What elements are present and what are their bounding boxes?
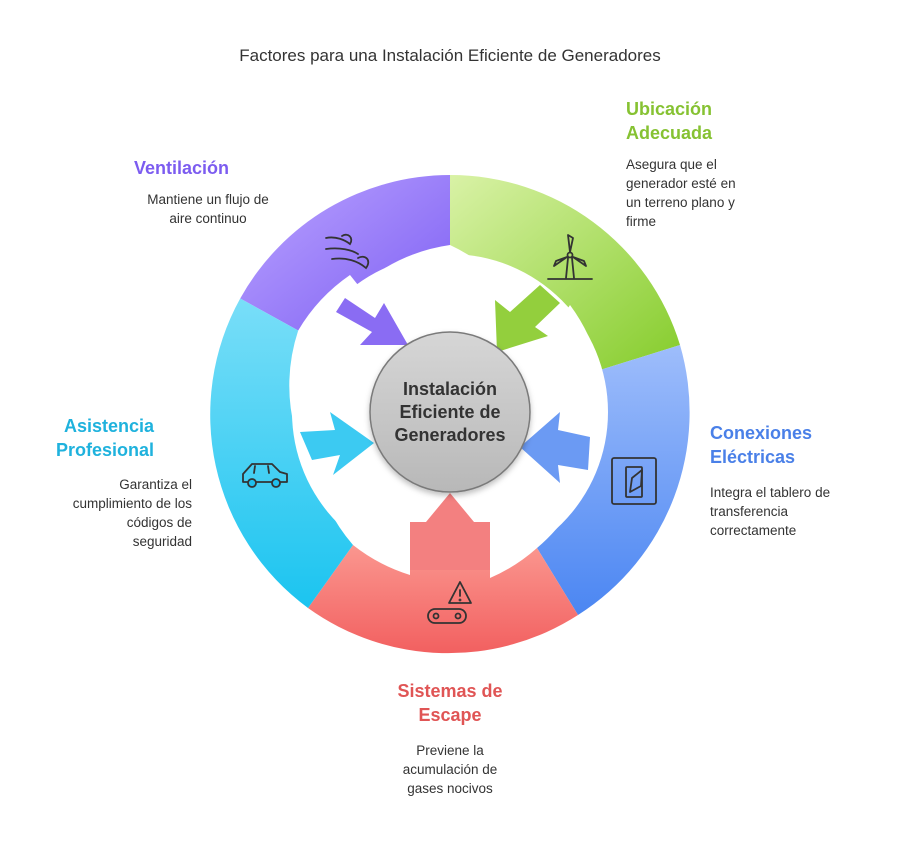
label-line: Adecuada [626,123,713,143]
desc-line: gases nocivos [407,781,493,796]
desc-line: cumplimiento de los [72,496,192,511]
label-line: Escape [418,705,482,725]
hub-label: Instalación Eficiente de Generadores [378,378,522,447]
arrow-ubicacion [495,285,560,352]
label-escape: Sistemas de Escape [350,679,550,727]
desc-escape: Previene la acumulación de gases nocivos [370,741,530,798]
desc-conexiones: Integra el tablero de transferencia corr… [710,483,880,540]
desc-line: correctamente [710,523,797,538]
warning-exhaust-icon [427,581,472,624]
label-line: Ubicación [626,99,713,119]
desc-line: Previene la [416,743,484,758]
wind-icon [325,233,370,270]
desc-line: códigos de [126,515,192,530]
desc-line: aire continuo [169,211,247,226]
label-line: Profesional [55,440,154,460]
desc-line: firme [626,214,656,229]
label-ventilacion: Ventilación [134,158,230,178]
desc-line: un terreno plano y [626,195,735,210]
desc-line: Mantiene un flujo de [147,192,269,207]
segment-conexiones [520,345,690,615]
desc-line: Asegura que el [626,157,717,172]
label-line: Conexiones [710,423,813,443]
desc-line: generador esté en [626,176,736,191]
segment-escape [308,493,578,654]
label-ubicacion: Ubicación Adecuada [626,97,712,145]
hub-line-2: Eficiente de [399,402,501,422]
car-icon [242,463,288,488]
label-conexiones: Conexiones Eléctricas [710,421,812,469]
desc-line: Garantiza el [119,477,192,492]
hub-line-3: Generadores [394,425,506,445]
hub-line-1: Instalación [402,379,498,399]
arrow-ventilacion [336,298,408,345]
arrow-asistencia [300,412,374,475]
arrow-escape [410,493,490,570]
label-line: Eléctricas [710,447,796,467]
arrow-conexiones [520,412,590,483]
desc-line: Integra el tablero de [710,485,831,500]
desc-line: acumulación de [402,762,498,777]
label-line: Asistencia [63,416,154,436]
diagram-title: Factores para una Instalación Eficiente … [239,46,661,65]
desc-asistencia: Garantiza el cumplimiento de los códigos… [20,475,192,551]
segment-asistencia [210,298,375,608]
transfer-switch-icon [611,457,657,505]
wind-turbine-icon [547,234,593,280]
label-line: Sistemas de [397,681,503,701]
desc-ubicacion: Asegura que el generador esté en un terr… [626,155,776,231]
label-asistencia: Asistencia Profesional [20,414,154,462]
desc-ventilacion: Mantiene un flujo de aire continuo [130,190,286,228]
hub-circle [369,331,531,493]
segment-ubicacion [450,174,680,370]
desc-line: seguridad [132,534,192,549]
desc-line: transferencia [710,504,789,519]
